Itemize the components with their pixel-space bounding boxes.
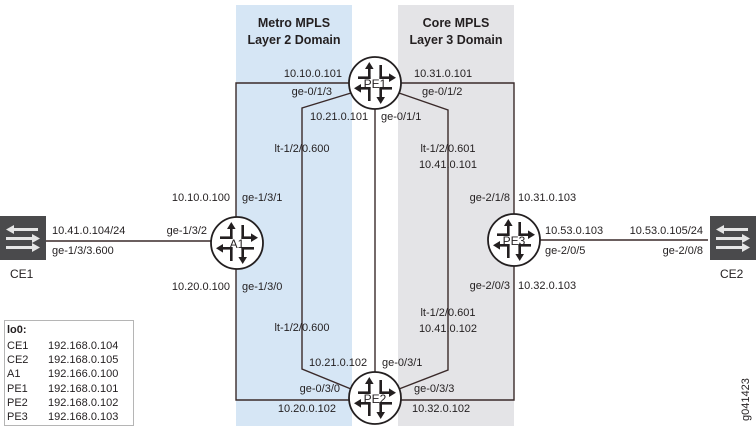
switch-ce2[interactable] (710, 216, 756, 260)
metro-domain-title: Metro MPLS (258, 16, 330, 30)
pe3-pe2-if: ge-2/0/3 (470, 280, 510, 292)
legend-row: PE2 192.168.0.102 (7, 397, 118, 409)
pe1-pe3-ip: 10.31.0.101 (414, 68, 472, 80)
ce1-label: CE1 (10, 267, 34, 281)
pe2-pe1-if: ge-0/3/1 (382, 357, 422, 369)
pe1-pe3-if: ge-0/1/2 (422, 86, 462, 98)
legend-ip: 192.168.0.105 (48, 354, 118, 366)
ce2-if: ge-2/0/8 (663, 245, 703, 257)
pe3-ce2-if: ge-2/0/5 (545, 245, 585, 257)
pe2-pe3-ip: 10.32.0.102 (412, 403, 470, 415)
legend-device: A1 (7, 368, 20, 380)
pe3-pe1-ip: 10.31.0.103 (518, 192, 576, 204)
switch-ce1[interactable] (0, 216, 46, 260)
legend-ip: 192.168.0.102 (48, 397, 118, 409)
router-pe1[interactable]: PE1 (348, 56, 402, 110)
legend-device: PE1 (7, 383, 28, 395)
pe1-lt601-if: lt-1/2/0.601 (420, 143, 475, 155)
pe1-lt-if: lt-1/2/0.600 (274, 143, 329, 155)
pe1-a1-if: ge-0/1/3 (292, 86, 332, 98)
legend-device: CE1 (7, 340, 28, 352)
legend-title: lo0: (7, 324, 27, 336)
pe2-a1-ip: 10.20.0.102 (278, 403, 336, 415)
router-a1[interactable]: A1 (210, 216, 264, 270)
pe2-pe3-if: ge-0/3/3 (414, 383, 454, 395)
router-pe3[interactable]: PE3 (487, 213, 541, 267)
pe3-pe1-if: ge-2/1/8 (470, 192, 510, 204)
legend-ip: 192.168.0.101 (48, 383, 118, 395)
pe1-a1-ip: 10.10.0.101 (284, 68, 342, 80)
legend-row: CE1 192.168.0.104 (7, 340, 118, 352)
router-pe3-label: PE3 (503, 234, 526, 248)
pe2-lt601-if: lt-1/2/0.601 (420, 307, 475, 319)
figure-id: g041423 (740, 378, 752, 421)
link-lt-600 (301, 92, 352, 390)
pe1-lt601-ip: 10.41.0.101 (419, 159, 477, 171)
pe2-lt-ip: 10.21.0.102 (309, 357, 367, 369)
legend-ip: 192.168.0.104 (48, 340, 118, 352)
legend-device: CE2 (7, 354, 28, 366)
legend-row: CE2 192.168.0.105 (7, 354, 118, 366)
ce2-ip: 10.53.0.105/24 (630, 225, 703, 237)
legend-device: PE2 (7, 397, 28, 409)
ce2-label: CE2 (720, 267, 744, 281)
ce1-ip: 10.41.0.104/24 (52, 225, 125, 237)
a1-pe1-ip: 10.10.0.100 (172, 192, 230, 204)
link-lt-601 (398, 92, 449, 390)
switch-icon (0, 216, 46, 260)
pe3-pe2-ip: 10.32.0.103 (518, 280, 576, 292)
legend-device: PE3 (7, 411, 28, 423)
interface-labels: 10.10.0.101 ge-0/1/3 10.21.0.101 lt-1/2/… (52, 68, 703, 415)
router-pe1-label: PE1 (364, 77, 387, 91)
metro-domain-band (236, 5, 352, 426)
router-a1-label: A1 (230, 237, 245, 251)
pe2-a1-if: ge-0/3/0 (300, 383, 340, 395)
legend-row: A1 192.166.0.100 (7, 368, 118, 380)
ce1-if: ge-1/3/3.600 (52, 245, 114, 257)
metro-domain-subtitle: Layer 2 Domain (247, 33, 340, 47)
pe1-pe2-if: ge-0/1/1 (381, 111, 421, 123)
a1-ce1-if: ge-1/3/2 (167, 225, 207, 237)
a1-pe2-if: ge-1/3/0 (242, 281, 282, 293)
a1-pe1-if: ge-1/3/1 (242, 192, 282, 204)
router-pe2[interactable]: PE2 (348, 371, 402, 425)
a1-pe2-ip: 10.20.0.100 (172, 281, 230, 293)
loopback-legend: lo0: CE1 192.168.0.104 CE2 192.168.0.105… (4, 320, 134, 426)
core-domain-subtitle: Layer 3 Domain (409, 33, 502, 47)
pe3-ce2-ip: 10.53.0.103 (545, 225, 603, 237)
legend-ip: 192.168.0.103 (48, 411, 118, 423)
legend-row: PE1 192.168.0.101 (7, 383, 118, 395)
core-domain-title: Core MPLS (423, 16, 490, 30)
core-domain-band (398, 5, 514, 426)
router-pe2-label: PE2 (364, 392, 387, 406)
pe2-lt601-ip: 10.41.0.102 (419, 323, 477, 335)
legend-ip: 192.166.0.100 (48, 368, 118, 380)
legend-row: PE3 192.168.0.103 (7, 411, 118, 423)
pe2-lt-if: lt-1/2/0.600 (274, 322, 329, 334)
switch-icon (710, 216, 756, 260)
pe1-lt-ip: 10.21.0.101 (310, 111, 368, 123)
